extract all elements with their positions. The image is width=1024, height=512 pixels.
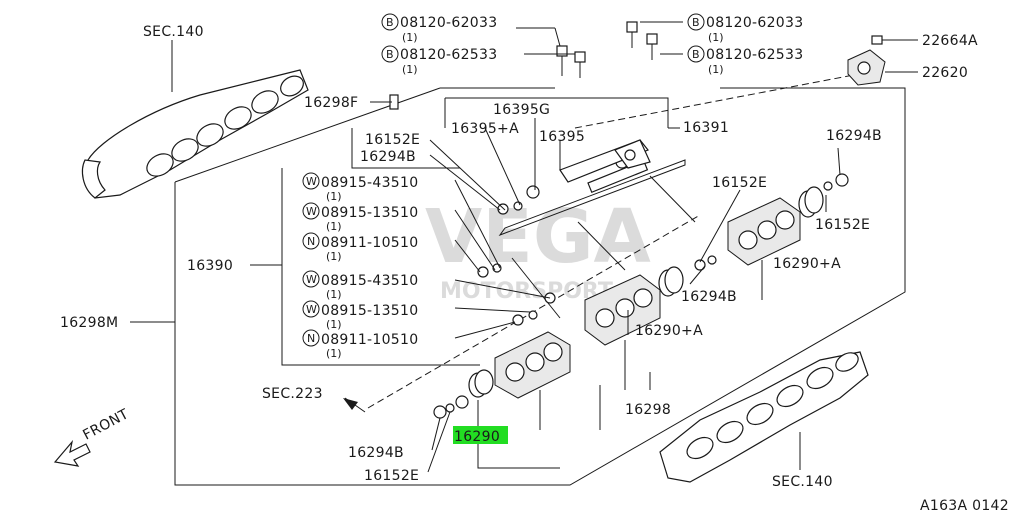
- bolt-callout-0: B 08120-62033 (1): [381, 13, 497, 44]
- bolt-number: 08120-62533: [706, 47, 803, 63]
- bolt-prefix: B: [386, 16, 394, 29]
- hardware-prefix: W: [306, 303, 317, 316]
- bracket-16391: [559, 139, 651, 183]
- hardware-prefix: N: [307, 332, 315, 345]
- hardware-callout-0: W 08915-43510 (1): [302, 172, 418, 203]
- label-22620: 22620: [922, 65, 968, 81]
- watermark-text: VEGA: [425, 194, 651, 280]
- hardware-number: 08911-10510: [321, 235, 418, 251]
- label-front: FRONT: [80, 406, 131, 443]
- label-16395a: 16395+A: [451, 121, 519, 137]
- bolt-callout-2: B 08120-62033 (1): [687, 13, 803, 44]
- bolt-qty: (1): [708, 63, 724, 76]
- hardware-prefix: W: [306, 205, 317, 218]
- intake-manifold-bottom: [659, 351, 869, 483]
- hardware-callout-5: N 08911-10510 (1): [302, 329, 418, 360]
- label-16152e-c: 16152E: [815, 217, 870, 233]
- throttle-body-middle: [584, 274, 661, 346]
- hardware-qty: (1): [326, 190, 342, 203]
- intake-manifold-top: [81, 40, 309, 199]
- hardware-number: 08911-10510: [321, 332, 418, 348]
- label-16294b-a: 16294B: [360, 149, 416, 165]
- bolt-number: 08120-62033: [706, 15, 803, 31]
- diagram-id: A163A 0142: [920, 498, 1009, 512]
- label-16290: 16290: [454, 429, 500, 445]
- front-arrow: FRONT: [53, 406, 132, 467]
- label-16152e-a: 16152E: [365, 132, 420, 148]
- hardware-prefix: W: [306, 273, 317, 286]
- highlight-16290: [453, 426, 508, 444]
- hardware-number: 08915-13510: [321, 205, 418, 221]
- throttle-body-front: [494, 331, 571, 399]
- label-16152e-d: 16152E: [364, 468, 419, 484]
- watermark-subtext: MOTORSPORT: [440, 279, 613, 304]
- bolt-qty: (1): [708, 31, 724, 44]
- hardware-number: 08915-13510: [321, 303, 418, 319]
- label-16290a-right: 16290+A: [773, 256, 841, 272]
- throttle-springs: [468, 186, 824, 398]
- label-22664a: 22664A: [922, 33, 978, 49]
- label-16395: 16395: [539, 129, 585, 145]
- part-labels: 16298F 16298M 16390 16391 16395G 16395+A…: [60, 33, 1009, 512]
- hardware-qty: (1): [326, 220, 342, 233]
- assembly-frame: [174, 69, 906, 486]
- label-16298: 16298: [625, 402, 671, 418]
- hardware-qty: (1): [326, 347, 342, 360]
- throttle-position-sensor: [847, 35, 918, 86]
- bolt-callout-1: B 08120-62533 (1): [381, 45, 497, 76]
- bolt-number: 08120-62033: [400, 15, 497, 31]
- top-bolts: [556, 21, 658, 78]
- hardware-number: 08915-43510: [321, 273, 418, 289]
- hardware-prefix: W: [306, 175, 317, 188]
- hardware-callout-2: N 08911-10510 (1): [302, 232, 418, 263]
- bolt-qty: (1): [402, 31, 418, 44]
- label-16391: 16391: [683, 120, 729, 136]
- hardware-qty: (1): [326, 318, 342, 331]
- label-sec140-bottom: SEC.140: [772, 474, 833, 490]
- bolt-prefix: B: [692, 16, 700, 29]
- bolt-number: 08120-62533: [400, 47, 497, 63]
- bolt-callout-3: B 08120-62533 (1): [687, 45, 803, 76]
- label-16294b-d: 16294B: [348, 445, 404, 461]
- label-sec223: SEC.223: [262, 386, 323, 402]
- hardware-callout-4: W 08915-13510 (1): [302, 300, 418, 331]
- throttle-body-rear: [727, 197, 801, 266]
- bolt-qty: (1): [402, 63, 418, 76]
- hardware-qty: (1): [326, 250, 342, 263]
- bolt-prefix: B: [386, 48, 394, 61]
- label-16294b-b: 16294B: [826, 128, 882, 144]
- watermark: VEGA MOTORSPORT: [425, 194, 651, 304]
- leader-lines: [130, 21, 841, 473]
- label-16152e-b: 16152E: [712, 175, 767, 191]
- small-hardware: [389, 94, 849, 419]
- label-16298m: 16298M: [60, 315, 118, 331]
- hardware-number: 08915-43510: [321, 175, 418, 191]
- label-16294b-c: 16294B: [681, 289, 737, 305]
- bolt-prefix: B: [692, 48, 700, 61]
- label-16290a-mid: 16290+A: [635, 323, 703, 339]
- hardware-qty: (1): [326, 288, 342, 301]
- hardware-callout-1: W 08915-13510 (1): [302, 202, 418, 233]
- label-16298f: 16298F: [304, 95, 358, 111]
- hardware-callout-3: W 08915-43510 (1): [302, 270, 418, 301]
- hardware-prefix: N: [307, 235, 315, 248]
- label-16395g: 16395G: [493, 102, 550, 118]
- label-16390: 16390: [187, 258, 233, 274]
- label-sec140-top: SEC.140: [143, 24, 204, 40]
